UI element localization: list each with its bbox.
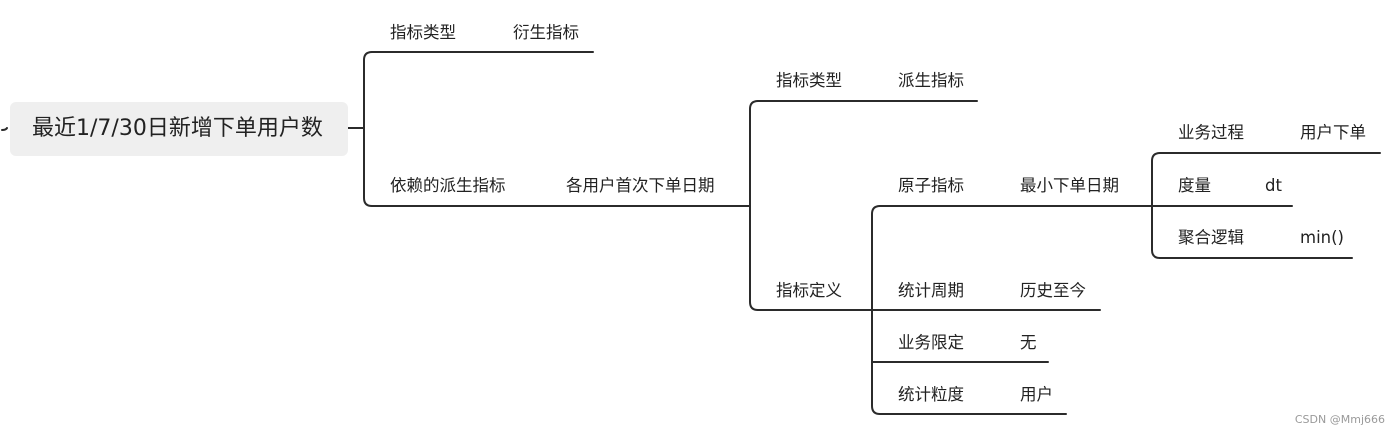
root-node[interactable] [10,102,348,156]
node-level1-dep-value[interactable]: 各用户首次下单日期 [566,176,715,195]
node-level2-type-value[interactable]: 派生指标 [898,71,964,90]
node-level3-limit-value[interactable]: 无 [1020,333,1037,352]
node-level3-granularity-value[interactable]: 用户 [1020,385,1053,404]
node-level3-period-label[interactable]: 统计周期 [898,281,964,300]
node-level3-atomic-value[interactable]: 最小下单日期 [1020,176,1119,195]
node-level1-type-label[interactable]: 指标类型 [390,23,456,42]
node-level3-atomic-label[interactable]: 原子指标 [898,176,964,195]
node-level4-measure-value[interactable]: dt [1265,176,1282,195]
watermark: CSDN @Mmj666 [1294,413,1385,426]
root-left-stub [1,127,8,131]
node-level1-dep-label[interactable]: 依赖的派生指标 [390,176,506,195]
node-level4-process-value[interactable]: 用户下单 [1300,123,1366,142]
level1-bracket [363,51,373,207]
node-level3-granularity-label[interactable]: 统计粒度 [898,385,964,404]
root-node-label: 最近1/7/30日新增下单用户数 [32,116,323,141]
node-level2-def-label[interactable]: 指标定义 [776,281,842,300]
node-level4-process-label[interactable]: 业务过程 [1178,123,1244,142]
level2-bracket [749,100,759,311]
node-level4-agg-value[interactable]: min() [1300,228,1344,247]
node-level3-period-value[interactable]: 历史至今 [1020,281,1086,300]
node-level4-agg-label[interactable]: 聚合逻辑 [1178,228,1244,247]
node-level3-limit-label[interactable]: 业务限定 [898,333,964,352]
node-level4-measure-label[interactable]: 度量 [1178,176,1211,195]
node-level1-type-value[interactable]: 衍生指标 [513,23,579,42]
node-level2-type-label[interactable]: 指标类型 [776,71,842,90]
